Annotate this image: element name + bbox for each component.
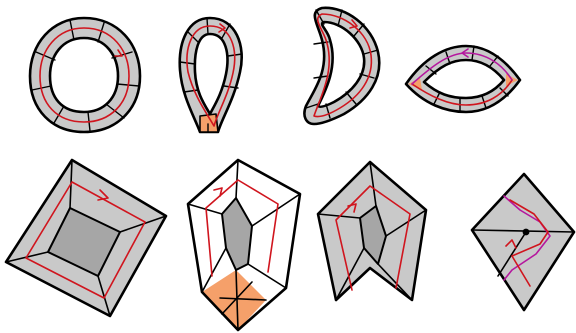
lens-band <box>406 46 520 112</box>
diamond-outer <box>472 174 574 310</box>
hexagon-inner <box>222 198 252 270</box>
hexagon-figure <box>188 160 300 330</box>
notched-figure <box>318 162 426 300</box>
ring-band <box>30 18 140 132</box>
diamond-vertex-dot <box>523 229 530 236</box>
comma-figure <box>304 8 379 124</box>
hexagon-arrowhead <box>214 188 222 196</box>
square-annulus-figure <box>6 160 166 316</box>
diamond-figure <box>472 174 574 310</box>
lens-figure <box>406 46 520 112</box>
ring-figure <box>30 18 140 132</box>
teardrop-figure <box>180 18 242 132</box>
